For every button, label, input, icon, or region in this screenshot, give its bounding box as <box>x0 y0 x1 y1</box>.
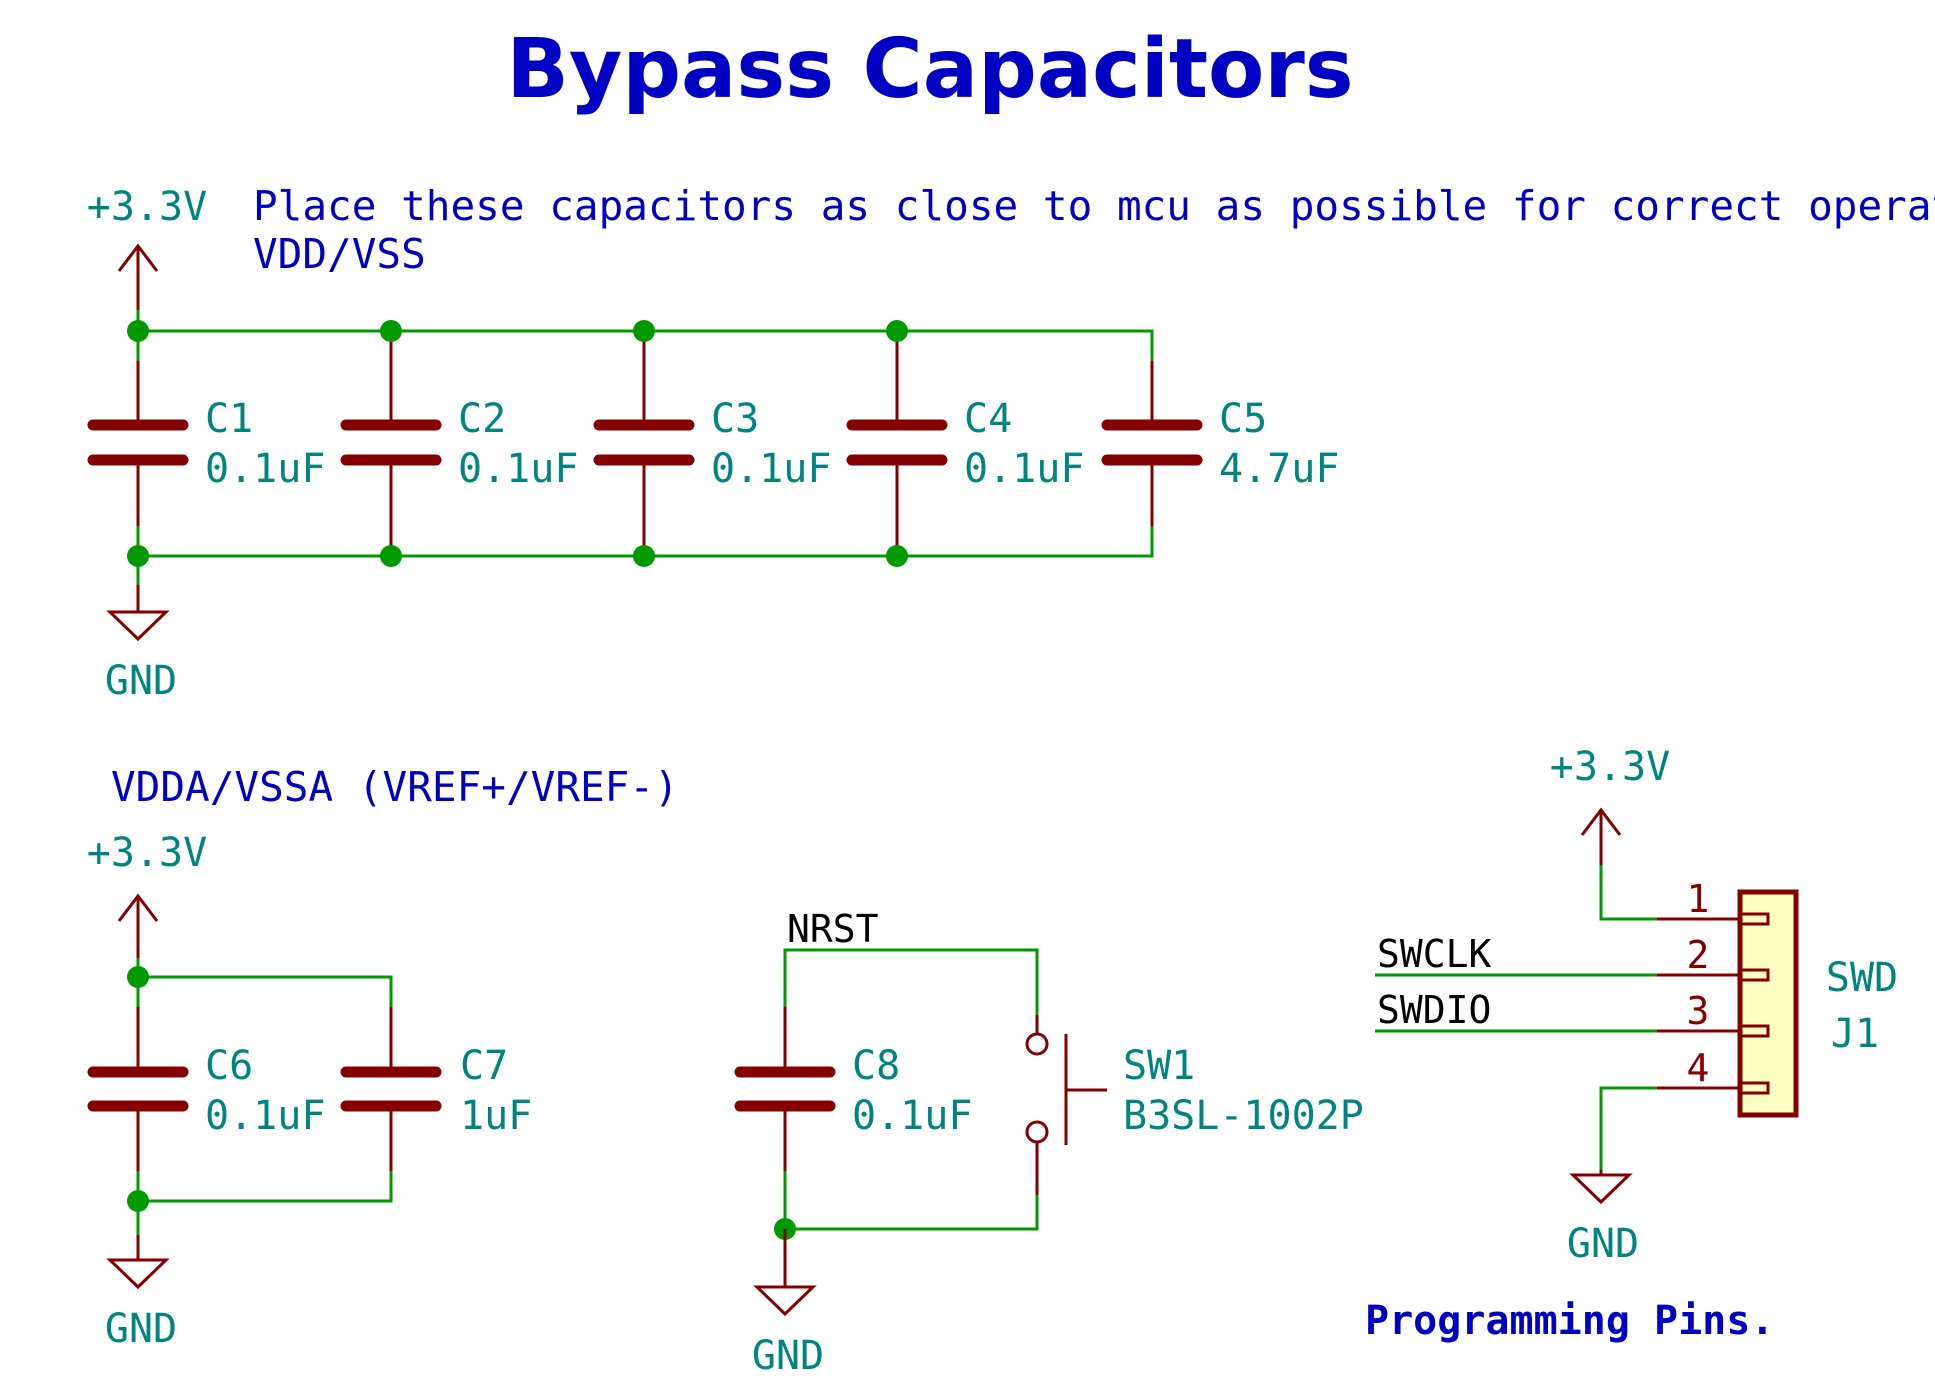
c7-ref: C7 <box>460 1043 508 1089</box>
connector-j1: 1 2 3 4 SWD J1 <box>1657 877 1898 1118</box>
c4-ref: C4 <box>964 396 1012 442</box>
pin-number-3: 3 <box>1687 989 1710 1033</box>
ground-icon <box>753 1285 817 1317</box>
pin-number-1: 1 <box>1687 877 1710 921</box>
capacitor-c5: C5 4.7uF <box>1101 361 1339 526</box>
capacitor-c1: C1 0.1uF <box>87 331 325 556</box>
vcc-label: +3.3V <box>87 184 207 230</box>
c2-ref: C2 <box>458 396 506 442</box>
c2-value: 0.1uF <box>458 446 578 492</box>
junction-dot <box>633 320 655 342</box>
gnd-label: GND <box>752 1333 824 1379</box>
c7-value: 1uF <box>460 1093 532 1139</box>
vdda-vssa-note: VDDA/VSSA (VREF+/VREF-) <box>111 763 679 811</box>
c8-ref: C8 <box>852 1043 900 1089</box>
sw1-ref: SW1 <box>1123 1043 1195 1089</box>
swd-header-group: +3.3V SWCLK SWDIO 1 2 3 4 SWD J1 <box>1375 744 1898 1267</box>
pin-stub-icon <box>1738 968 1770 982</box>
c1-ref: C1 <box>205 396 253 442</box>
c6-ref: C6 <box>205 1043 253 1089</box>
vcc-label: +3.3V <box>1550 744 1670 790</box>
c6-value: 0.1uF <box>205 1093 325 1139</box>
vdd-vss-note: VDD/VSS <box>253 230 426 278</box>
ground-icon <box>106 1258 170 1290</box>
vcc-power-symbol: +3.3V <box>87 830 207 958</box>
ground-icon <box>106 610 170 642</box>
pin-stub-icon <box>1738 1024 1770 1038</box>
c4-value: 0.1uF <box>964 446 1084 492</box>
pin4-to-gnd-wire <box>1599 1086 1657 1170</box>
switch-contact-icon <box>1025 1120 1049 1144</box>
capacitor-c2: C2 0.1uF <box>340 331 578 556</box>
vcc-to-pin1-wire <box>1599 865 1657 921</box>
j1-value: SWD <box>1826 955 1898 1001</box>
gnd-label: GND <box>105 658 177 704</box>
vcc-power-symbol: +3.3V <box>1550 744 1670 865</box>
pin-stub-icon <box>1738 912 1770 926</box>
j1-ref: J1 <box>1831 1011 1879 1057</box>
c1-value: 0.1uF <box>205 446 325 492</box>
capacitor-c7: C7 1uF <box>340 1007 532 1171</box>
nrst-net-label: NRST <box>787 907 879 951</box>
pin-stub-icon <box>1738 1081 1770 1095</box>
placement-note: Place these capacitors as close to mcu a… <box>253 182 1935 230</box>
capacitor-c4: C4 0.1uF <box>846 331 1084 556</box>
swclk-net-label: SWCLK <box>1377 932 1492 976</box>
reset-circuit-group: NRST C8 0.1uF SW1 B3SL-1002P GND <box>734 907 1364 1379</box>
capacitor-c8: C8 0.1uF <box>734 1007 972 1171</box>
switch-contact-icon <box>1025 1032 1049 1056</box>
gnd-label: GND <box>1567 1221 1639 1267</box>
c5-value: 4.7uF <box>1219 446 1339 492</box>
vdd-bypass-group: +3.3V C1 0.1uF C2 0.1uF <box>87 184 1340 704</box>
vcc-label: +3.3V <box>87 830 207 876</box>
junction-dot <box>886 545 908 567</box>
vssa-rail-wire <box>136 1171 393 1235</box>
gnd-power-symbol: GND <box>105 1235 177 1352</box>
ground-icon <box>1569 1173 1633 1205</box>
vdda-rail-wire <box>136 958 393 1007</box>
junction-dot <box>127 966 149 988</box>
junction-dot <box>886 320 908 342</box>
junction-dot <box>380 320 402 342</box>
nrst-wire <box>783 948 1039 1015</box>
pin-number-2: 2 <box>1687 933 1710 977</box>
sheet-title: Bypass Capacitors <box>506 22 1353 117</box>
junction-dot <box>633 545 655 567</box>
programming-pins-note: Programming Pins. <box>1365 1298 1774 1344</box>
capacitor-c6: C6 0.1uF <box>87 977 325 1201</box>
gnd-label: GND <box>105 1306 177 1352</box>
junction-dot <box>127 545 149 567</box>
c8-value: 0.1uF <box>852 1093 972 1139</box>
pin-number-4: 4 <box>1687 1046 1710 1090</box>
c3-value: 0.1uF <box>711 446 831 492</box>
junction-dot <box>127 320 149 342</box>
gnd-power-symbol: GND <box>105 585 177 704</box>
reset-gnd-wire <box>783 1171 1039 1231</box>
c3-ref: C3 <box>711 396 759 442</box>
gnd-power-symbol: GND <box>752 1229 824 1379</box>
capacitor-c3: C3 0.1uF <box>593 331 831 556</box>
vdda-bypass-group: +3.3V C6 0.1uF C7 1uF <box>87 830 532 1352</box>
connector-body <box>1737 889 1799 1118</box>
junction-dot <box>380 545 402 567</box>
vcc-power-symbol: +3.3V <box>87 184 207 310</box>
sw1-value: B3SL-1002P <box>1123 1093 1364 1139</box>
gnd-power-symbol: GND <box>1567 1170 1639 1267</box>
junction-dot <box>127 1190 149 1212</box>
c5-ref: C5 <box>1219 396 1267 442</box>
pushbutton-sw1: SW1 B3SL-1002P <box>1025 1015 1364 1195</box>
swdio-net-label: SWDIO <box>1377 988 1491 1032</box>
